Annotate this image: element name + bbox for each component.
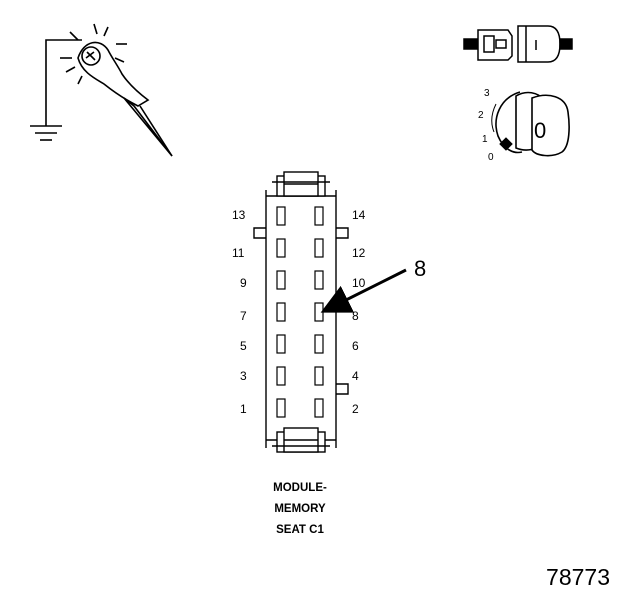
pin-cavity-13 [276, 206, 286, 226]
pin-cavity-11 [276, 238, 286, 258]
pin-cavity-14 [314, 206, 324, 226]
pin-cavity-3 [276, 366, 286, 386]
callout-label: 8 [414, 256, 426, 281]
connector-body [253, 171, 349, 453]
pin-cavity-10 [314, 270, 324, 290]
pin-cavity-5 [276, 334, 286, 354]
pin-cavity-9 [276, 270, 286, 290]
figure-number: 78773 [546, 564, 610, 590]
ignition-key-icon [491, 91, 570, 157]
pin-cavity-8 [314, 302, 324, 322]
ignition-position-label: 0 [488, 152, 494, 163]
ignition-position-label: 3 [484, 88, 490, 99]
connector-plug-icon [463, 25, 573, 63]
pin-label-left: 13 [232, 208, 246, 222]
caption-line: SEAT C1 [276, 524, 324, 536]
pin-label-left: 1 [240, 402, 247, 416]
ignition-position-label: 2 [478, 110, 484, 121]
pin-label-right: 8 [352, 309, 359, 323]
pin-label-right: 10 [352, 276, 366, 290]
test-lamp-icon [30, 23, 173, 157]
pin-label-left: 11 [232, 246, 245, 260]
ignition-key-position: 0 [534, 118, 546, 143]
pin-label-right: 4 [352, 369, 359, 383]
pin-label-right: 14 [352, 208, 366, 222]
pin-cavity-2 [314, 398, 324, 418]
pin-cavity-7 [276, 302, 286, 322]
pin-label-right: 12 [352, 246, 366, 260]
pin-cavity-4 [314, 366, 324, 386]
pin-label-left: 3 [240, 369, 247, 383]
pin-label-left: 5 [240, 339, 247, 353]
pin-label-left: 9 [240, 276, 247, 290]
callout-arrow [320, 268, 407, 313]
pin-cavities [276, 206, 324, 418]
connector-caption: MODULE- MEMORY SEAT C1 [240, 478, 360, 541]
pin-label-left: 7 [240, 309, 247, 323]
pin-cavity-6 [314, 334, 324, 354]
pin-label-right: 6 [352, 339, 359, 353]
pin-label-right: 2 [352, 402, 359, 416]
caption-line: MEMORY [274, 503, 326, 515]
ignition-position-label: 1 [482, 134, 488, 145]
pin-cavity-1 [276, 398, 286, 418]
caption-line: MODULE- [273, 482, 327, 494]
pin-cavity-12 [314, 238, 324, 258]
